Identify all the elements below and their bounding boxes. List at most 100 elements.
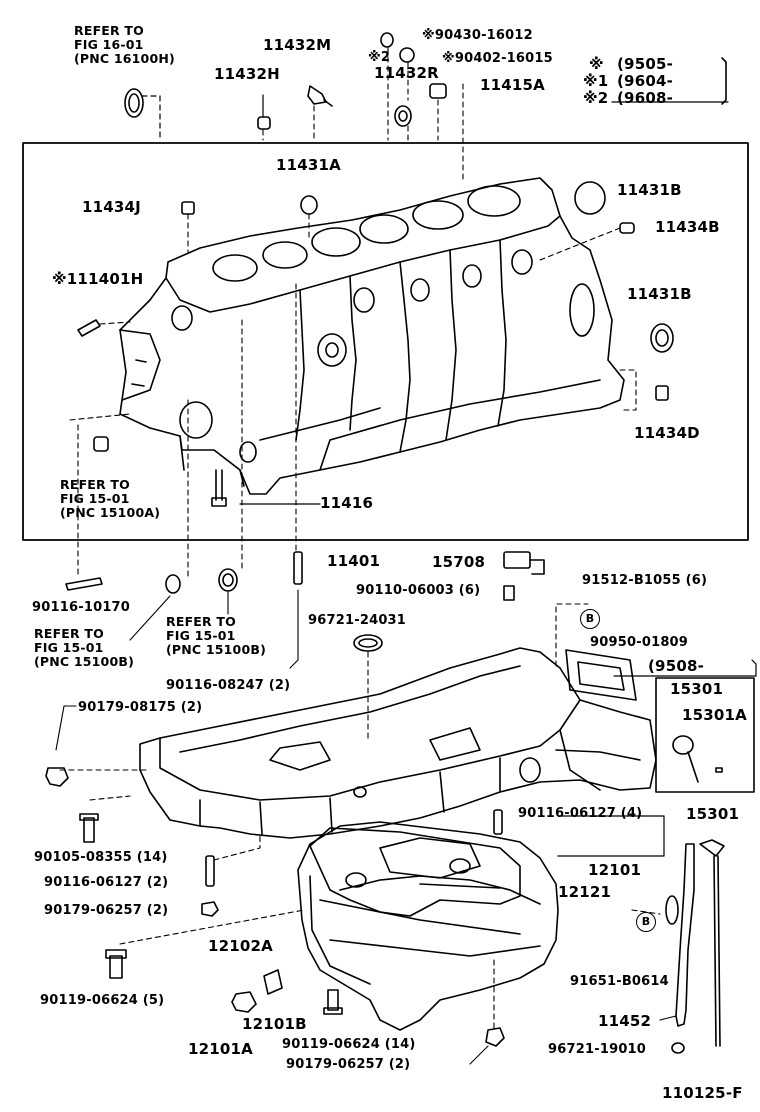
pin-11434D: [655, 385, 669, 401]
label-12121: 12121: [558, 883, 612, 901]
label-15301: 15301: [686, 805, 740, 823]
plug-11431B-mid: [650, 323, 674, 353]
label-90119-06624a: 90119-06624 (5): [40, 993, 165, 1008]
legend-mark-1: ※1: [583, 72, 609, 90]
refer-note-16100h: REFER TO FIG 16-01 (PNC 16100H): [74, 24, 175, 66]
refer-note-line: FIG 15-01: [166, 628, 236, 643]
label-11401H: ※111401H: [52, 270, 144, 288]
stud-11401H: [77, 319, 101, 337]
legend-mark: ※: [589, 55, 604, 73]
label-96721-19010: 96721-19010: [548, 1042, 647, 1057]
dipstick-inbox: [672, 735, 723, 783]
label-90116-08247: 90116-08247 (2): [166, 678, 291, 693]
stud-90116-06127b: [493, 809, 503, 835]
label-11432M: 11432M: [263, 36, 332, 54]
nut-90179-06257b: [485, 1027, 505, 1047]
plug-12101A: [231, 991, 257, 1013]
seal-ring-top: [124, 88, 144, 118]
label-91512: 91512-B1055 (6): [582, 573, 708, 588]
refer-note-line: REFER TO: [60, 477, 130, 492]
label-11432R: 11432R: [374, 64, 439, 82]
oil-pan-lower: [297, 821, 559, 1031]
label-date-9508: (9508-: [648, 657, 705, 675]
nut-90179-06257a: [201, 901, 219, 917]
refer-note-line: FIG 15-01: [60, 491, 130, 506]
label-12101: 12101: [588, 861, 642, 879]
bolt-90119-06624b: [323, 989, 343, 1015]
stud-90116-10170: [65, 577, 103, 591]
plug-90430: [380, 32, 394, 48]
plug-12101B: [263, 969, 283, 995]
dipstick-15301: [699, 839, 725, 1047]
dowel-left: [93, 436, 109, 452]
label-12101A: 12101A: [188, 1040, 253, 1058]
dipstick-box: [655, 677, 755, 793]
label-15301A: 15301A: [682, 706, 747, 724]
guide-tube-11452: [665, 843, 695, 1027]
oring-96721-24031: [353, 634, 383, 652]
refer-note-line: REFER TO: [34, 626, 104, 641]
refer-note-line: FIG 16-01: [74, 37, 144, 52]
cylinder-block: [119, 177, 625, 495]
label-90119-06624b: 90119-06624 (14): [282, 1037, 416, 1052]
refer-note-15100b-right: REFER TO FIG 15-01 (PNC 15100B): [166, 615, 266, 657]
label-90950: 90950-01809: [590, 635, 689, 650]
refer-note-15100b-left: REFER TO FIG 15-01 (PNC 15100B): [34, 627, 134, 669]
label-11416: 11416: [320, 494, 374, 512]
label-90105: 90105-08355 (14): [34, 850, 168, 865]
label-11452: 11452: [598, 1012, 652, 1030]
bolt-90110: [503, 585, 515, 601]
plug-11431A: [300, 195, 318, 215]
label-90179-06257b: 90179-06257 (2): [286, 1057, 411, 1072]
sensor-15708: [503, 551, 545, 575]
oil-pan-upper: [139, 647, 657, 839]
drawing-id: 110125-F: [662, 1084, 743, 1102]
label-11434D: 11434D: [634, 424, 700, 442]
label-11434B: 11434B: [655, 218, 720, 236]
label-11431B-top: 11431B: [617, 181, 682, 199]
refer-note-line: REFER TO: [74, 23, 144, 38]
refer-note-line: FIG 15-01: [34, 640, 104, 655]
legend-date-1: (9604-: [617, 72, 674, 90]
label-11434J: 11434J: [82, 198, 141, 216]
label-90116-06127a: 90116-06127 (2): [44, 875, 169, 890]
label-90116-06127b: 90116-06127 (4): [518, 806, 643, 821]
refer-note-line: (PNC 16100H): [74, 51, 175, 66]
label-11401: 11401: [327, 552, 381, 570]
bolt-90119-06624a: [105, 949, 127, 979]
label-90430: ※90430-16012: [422, 28, 533, 43]
pin-11434B: [619, 222, 635, 234]
circle-b-marker: B: [636, 912, 656, 932]
refer-note-line: (PNC 15100A): [60, 505, 161, 520]
label-12101B: 12101B: [242, 1015, 307, 1033]
circle-b-marker: B: [580, 609, 600, 629]
legend-bracket: [721, 57, 727, 105]
pin-11434J: [181, 201, 195, 215]
label-90402: ※90402-16015: [442, 51, 553, 66]
refer-note-15100a: REFER TO FIG 15-01 (PNC 15100A): [60, 478, 160, 520]
legend-mark-2: ※2: [583, 89, 609, 107]
label-90110: 90110-06003 (6): [356, 583, 481, 598]
block-frame: [22, 142, 749, 541]
refer-note-line: REFER TO: [166, 614, 236, 629]
plug-11432M: [307, 85, 333, 107]
plug-90179-08175: [45, 767, 69, 787]
label-90179-06257a: 90179-06257 (2): [44, 903, 169, 918]
stud-90116-08247: [293, 551, 303, 585]
baffle-90950: [565, 649, 637, 701]
legend-date: (9505-: [617, 55, 674, 73]
plug-11431B-top: [574, 181, 606, 215]
gasket-ring-a: [165, 574, 181, 594]
stud-90116-06127a: [205, 855, 215, 887]
label-11431A: 11431A: [276, 156, 341, 174]
label-96721-24031: 96721-24031: [308, 613, 407, 628]
label-11431B-mid: 11431B: [627, 285, 692, 303]
plug-90402: [399, 47, 415, 63]
plug-11432H: [257, 116, 271, 130]
baffle-12121: [309, 827, 521, 917]
label-12102A: 12102A: [208, 937, 273, 955]
plug-11432R: [394, 105, 412, 127]
label-90179-08175: 90179-08175 (2): [78, 700, 203, 715]
plug-11415A: [429, 83, 447, 99]
